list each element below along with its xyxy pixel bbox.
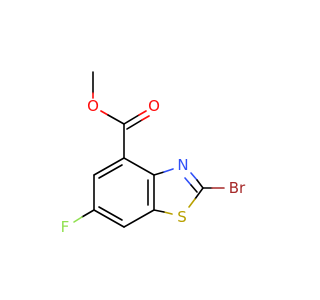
bond-c7-c7a [123, 209, 155, 228]
bond-n-c2-inner-blue [184, 177, 192, 186]
bromine-label: Br [229, 179, 246, 197]
bond-carbonyl-double-b [126, 119, 143, 130]
bond-c2-s-yellow [188, 198, 196, 208]
bond-c3a-c4 [123, 157, 155, 176]
carbonyl-oxygen-label: O [148, 97, 160, 115]
bond-carbonyl-double-b-red [141, 115, 150, 121]
bond-c6-c7 [93, 209, 125, 228]
bond-n-c2 [196, 179, 204, 189]
bond-c4-c5-inner [98, 164, 123, 179]
bond-c2-s [194, 187, 204, 200]
bond-s-c7a [153, 209, 165, 213]
bond-c3a-n [153, 171, 165, 176]
bond-carbonyl-double-a [123, 114, 140, 125]
bond-o-carbonyl-c [107, 114, 125, 125]
nitrogen-label: N [177, 156, 188, 174]
bond-n-c2-inner [190, 184, 198, 193]
bond-o-carbonyl-c-red [100, 110, 109, 116]
ester-oxygen-label: O [87, 97, 99, 115]
bond-s-c7a-yellow [163, 211, 173, 215]
bond-carbonyl-double-a-red [138, 110, 147, 116]
bond-n-c2-blue [190, 172, 198, 181]
bond-c6-f [81, 209, 95, 218]
fluorine-label: F [61, 218, 70, 236]
bond-c4-c5 [93, 157, 125, 176]
bond-c6-f-green [73, 216, 83, 223]
molecule-structure: O O N Br S F [61, 71, 246, 236]
sulfur-label: S [177, 208, 187, 226]
bond-c3a-n-blue [163, 168, 174, 173]
bond-c6-c7-inner [98, 206, 123, 221]
